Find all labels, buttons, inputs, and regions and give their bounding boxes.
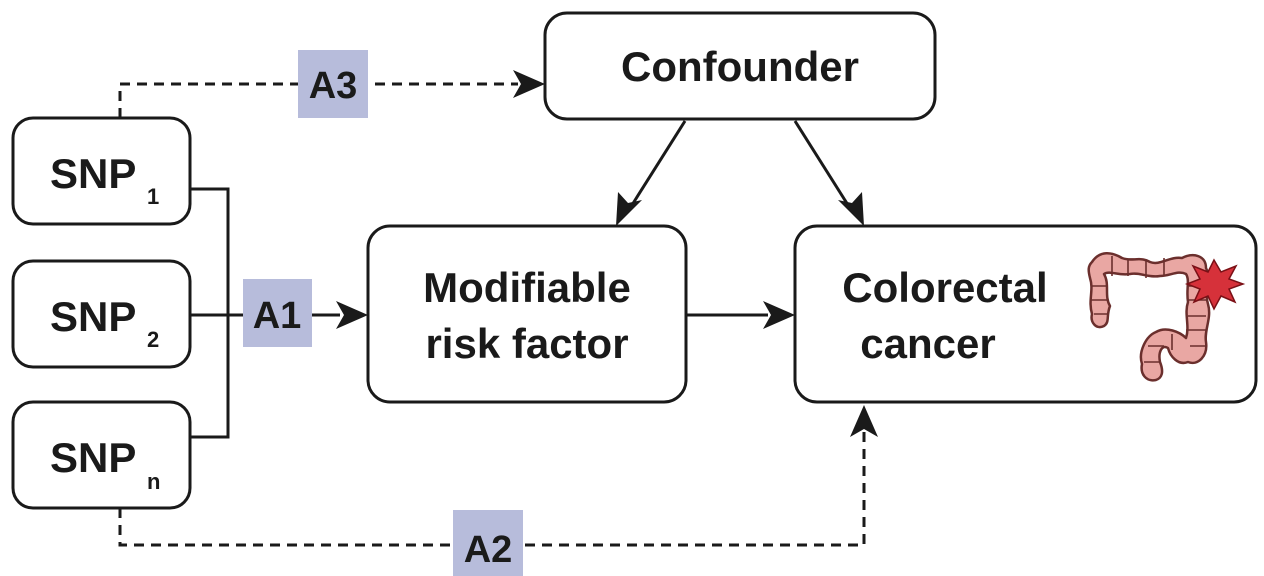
a1-arrowhead (336, 301, 368, 329)
conf-to-cancer-arrowhead (838, 192, 864, 226)
snp2-subscript: 2 (147, 327, 159, 352)
tag-a1-label: A1 (253, 295, 302, 337)
colon-shape (1087, 252, 1211, 382)
snp2-node: SNP 2 (11, 259, 192, 369)
tag-a3: A3 (298, 50, 368, 118)
risk-factor-line2: risk factor (425, 320, 628, 367)
conf-to-rf-arrowhead (616, 192, 642, 226)
outcome-line1: Colorectal (842, 264, 1047, 311)
conf-to-cancer-line (793, 120, 850, 206)
colon-tumor-icon (1087, 252, 1246, 382)
a3-dashed-line (118, 82, 518, 118)
confounder-node: Confounder (543, 11, 937, 121)
outcome-line2: cancer (860, 320, 995, 367)
a2-arrowhead (850, 405, 878, 437)
snpn-node: SNP n (11, 400, 192, 510)
tag-a2-label: A2 (464, 529, 513, 571)
risk-factor-line1: Modifiable (423, 264, 631, 311)
snp2-label: SNP (50, 293, 136, 340)
tumor-burst (1184, 258, 1246, 311)
tag-a2: A2 (453, 510, 523, 576)
a3-arrowhead (513, 70, 545, 98)
rf-to-cancer-arrowhead (763, 301, 795, 329)
snpn-subscript: n (147, 469, 160, 494)
outcome-node: Colorectal cancer (793, 224, 1258, 404)
snp1-node: SNP 1 (11, 116, 192, 226)
snp1-subscript: 1 (147, 184, 159, 209)
snpn-label: SNP (50, 434, 136, 481)
tag-a3-label: A3 (309, 65, 358, 107)
risk-factor-node: Modifiable risk factor (366, 224, 688, 404)
confounder-label: Confounder (621, 43, 859, 90)
conf-to-rf-line (630, 120, 687, 206)
tag-a1: A1 (243, 279, 312, 347)
snp1-label: SNP (50, 150, 136, 197)
